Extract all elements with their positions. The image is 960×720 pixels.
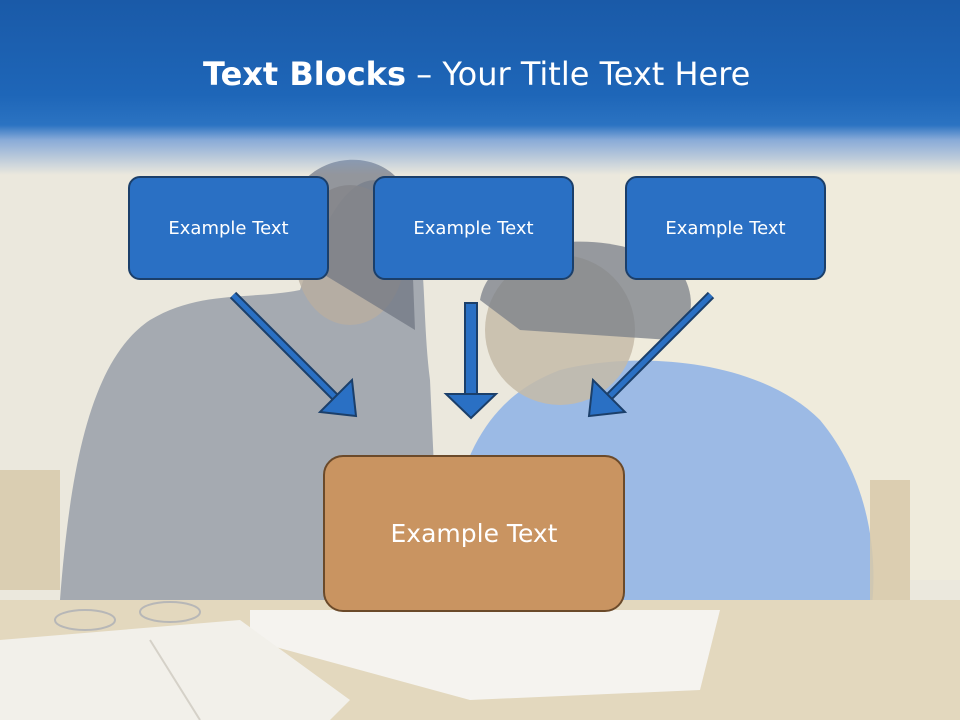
title-rest: – Your Title Text Here xyxy=(406,55,751,93)
slide-title: Text Blocks – Your Title Text Here xyxy=(0,55,960,93)
text-block-middle[interactable]: Example Text xyxy=(373,176,574,280)
header-band xyxy=(0,0,960,175)
text-block-right[interactable]: Example Text xyxy=(625,176,826,280)
text-block-left[interactable]: Example Text xyxy=(128,176,329,280)
text-block-center[interactable]: Example Text xyxy=(323,455,625,612)
title-bold: Text Blocks xyxy=(203,55,406,93)
